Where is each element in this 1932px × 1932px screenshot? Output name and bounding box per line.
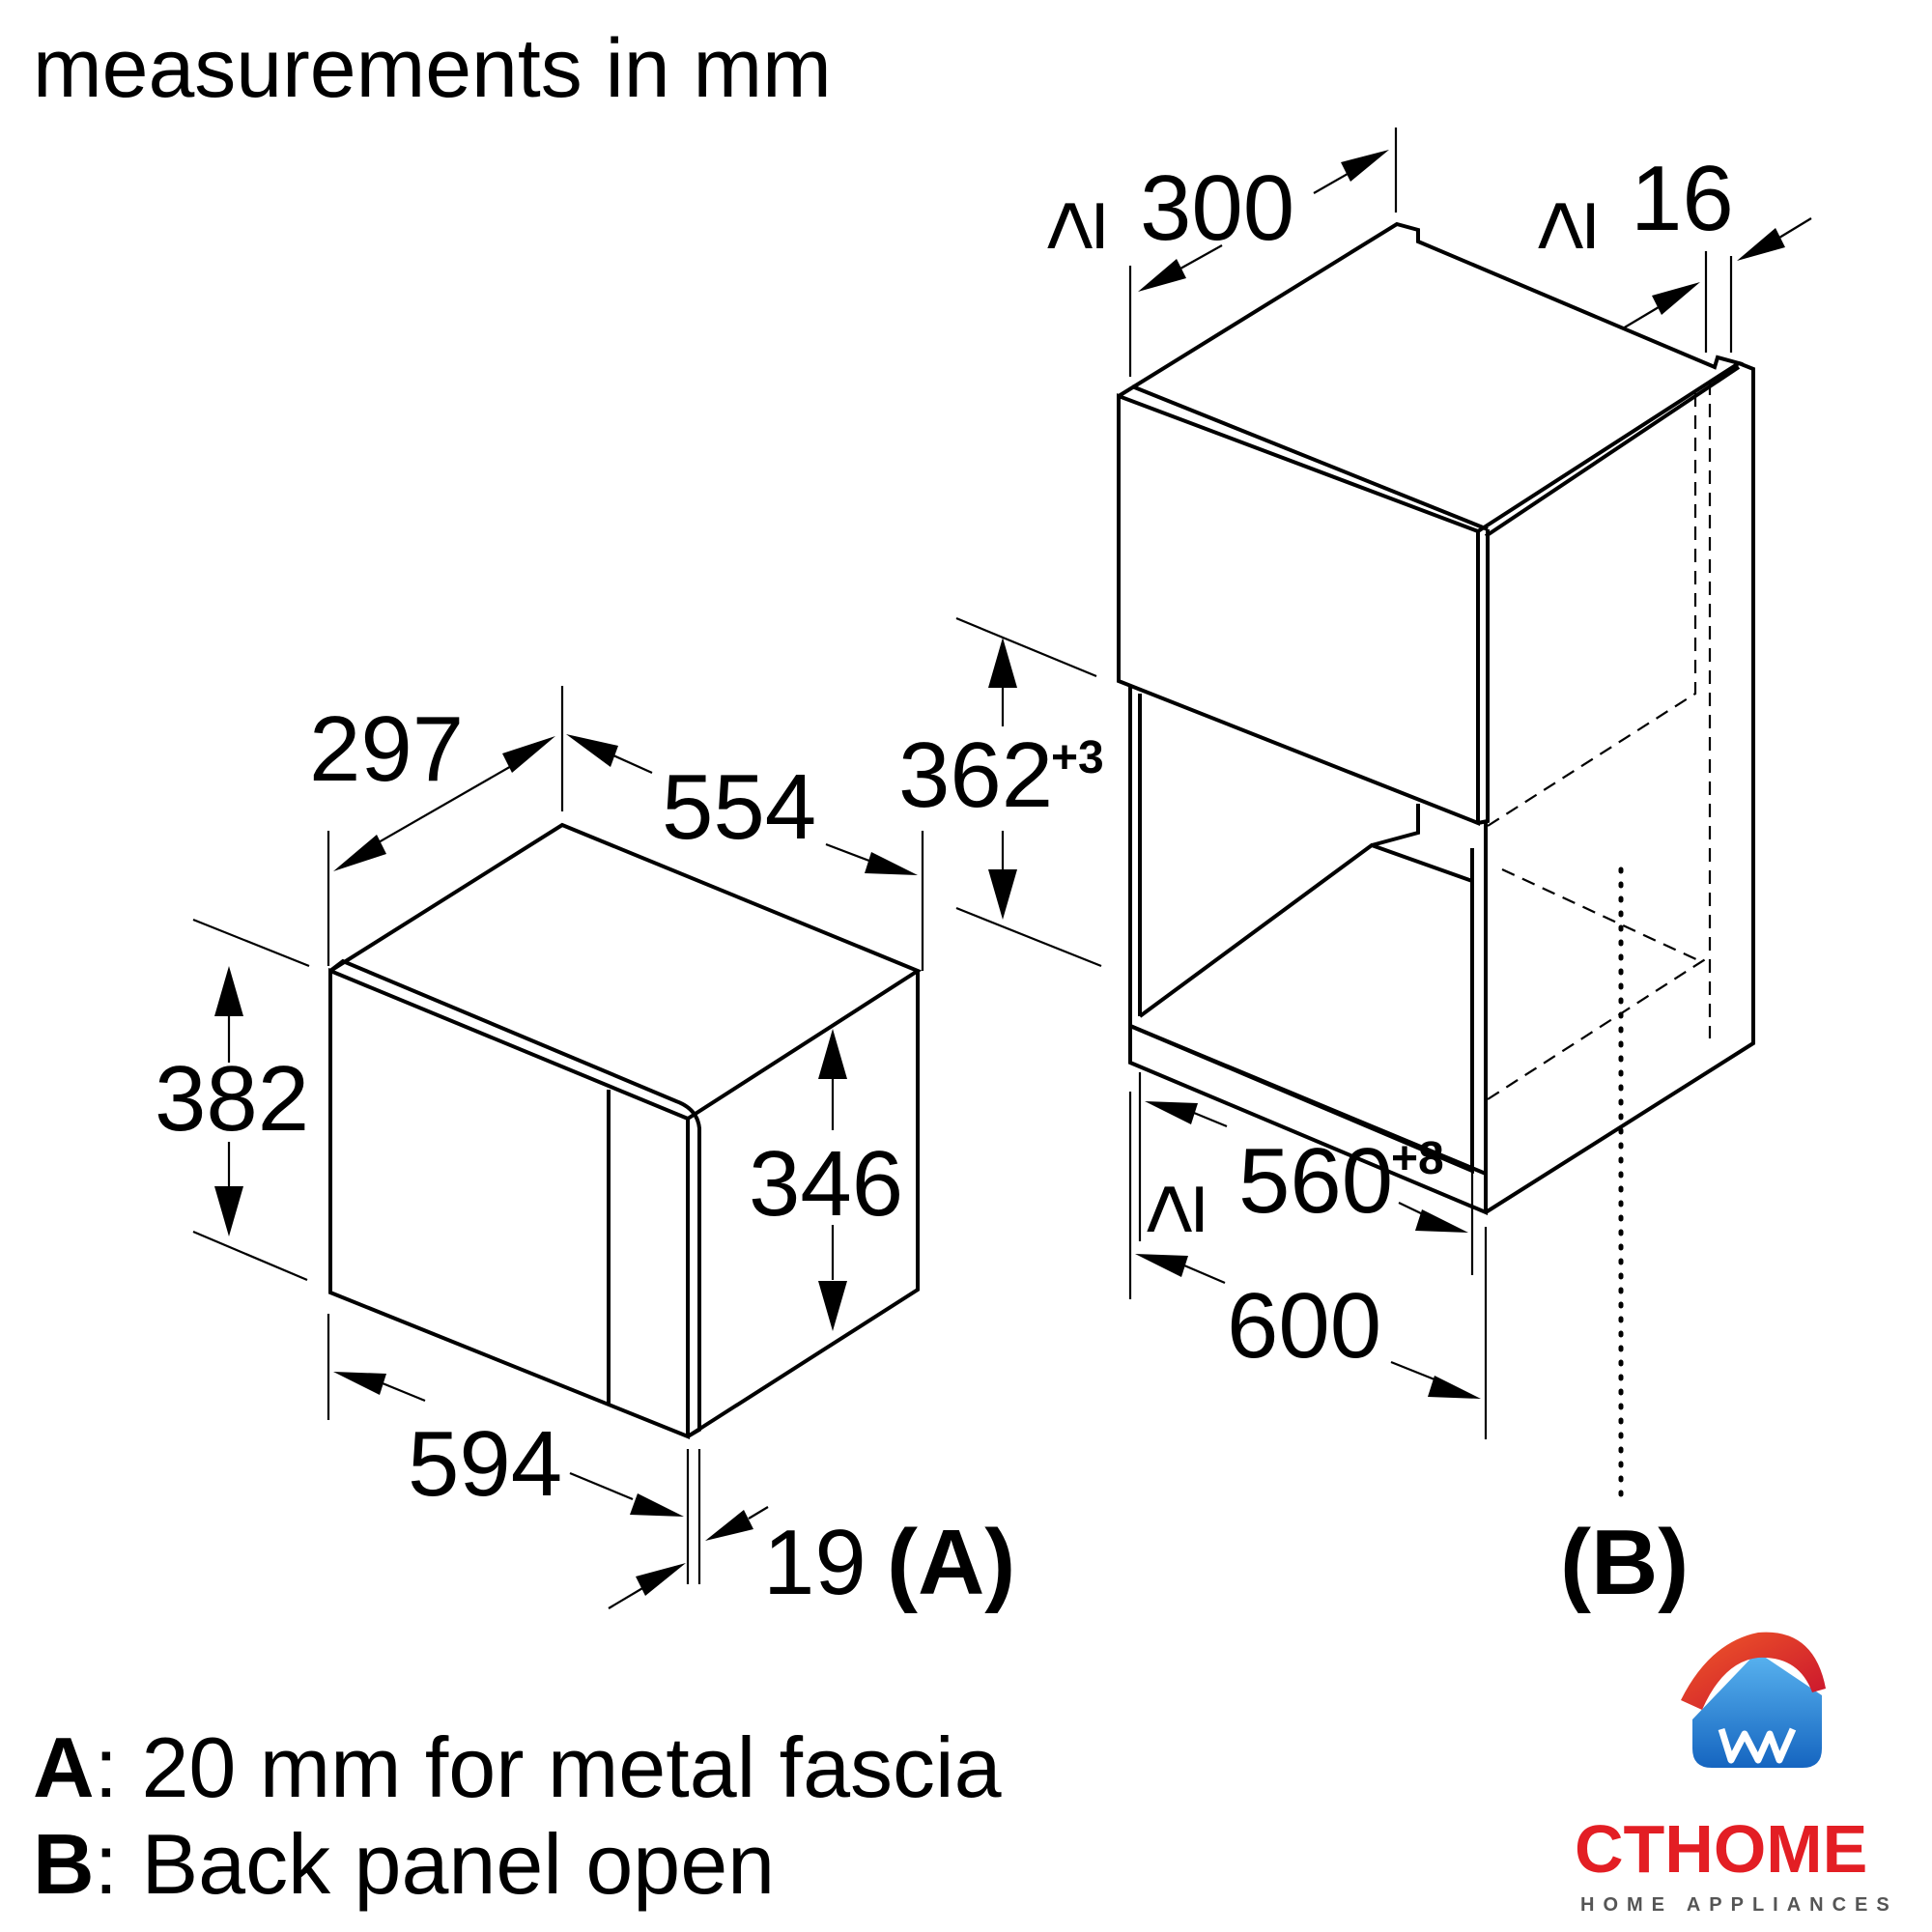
appliance-side-face [686, 971, 920, 1438]
dim-cabinet-depth: ≥ 300 [1020, 150, 1389, 292]
logo-tagline: HOME APPLIANCES [1580, 1894, 1898, 1916]
cthome-logo: CTHOME HOME APPLIANCES [1575, 1632, 1898, 1916]
house-logo-icon [1681, 1632, 1826, 1768]
cabinet-hidden-edges [1487, 386, 1697, 827]
dim-cabinet-opening-height: 362 +3 [898, 638, 1104, 920]
appliance-fascia [328, 958, 701, 1438]
dim-382-label: 382 [155, 1047, 309, 1151]
dim-362-label: 362 [898, 724, 1053, 827]
appliance-top-face [328, 822, 923, 1121]
dim-appliance-height: 382 [155, 966, 309, 1236]
cabinet-upper-top [1117, 221, 1744, 533]
ref-a-label: (A) [887, 1511, 1015, 1614]
dim-appliance-top-width: 554 [566, 734, 918, 875]
appliance-front-face [328, 968, 690, 1439]
cabinet-upper-front [1117, 393, 1480, 826]
dim-600-label: 600 [1227, 1274, 1381, 1378]
dim-560-label: 560 [1238, 1129, 1393, 1233]
dim-19-label: 19 [763, 1511, 867, 1614]
dim-554-label: 554 [662, 755, 816, 859]
appliance-drawing [328, 822, 923, 1439]
notes: A: 20 mm for metal fascia B: Back panel … [33, 1719, 1002, 1912]
cabinet-drawing [1117, 221, 1755, 1498]
dim-560-prefix: ≥ [1120, 1183, 1223, 1235]
note-a: A: 20 mm for metal fascia [33, 1719, 1002, 1815]
dim-16-prefix: ≥ [1511, 200, 1614, 251]
cabinet-extension-lines [955, 128, 1733, 1439]
dim-appliance-front-width: 594 [333, 1372, 684, 1517]
cabinet-right-side [1484, 361, 1755, 1214]
dim-300-label: 300 [1140, 156, 1294, 260]
dim-16-label: 16 [1631, 147, 1734, 250]
dim-594-label: 594 [408, 1412, 562, 1516]
dim-297-label: 297 [309, 697, 464, 801]
logo-name: CTHOME [1575, 1811, 1867, 1887]
appliance-extension-lines [192, 686, 924, 1584]
dim-560-tolerance: +8 [1391, 1133, 1444, 1184]
dim-cabinet-opening-width: ≥ 560 +8 [1120, 1101, 1468, 1235]
dim-cabinet-total-width: 600 [1135, 1254, 1481, 1399]
note-b: B: Back panel open [33, 1816, 775, 1912]
dim-appliance-fascia: 19 (A) [608, 1506, 1015, 1614]
dim-346-label: 346 [749, 1132, 903, 1236]
diagram-title: measurements in mm [33, 22, 832, 115]
dim-362-tolerance: +3 [1051, 732, 1104, 783]
dim-appliance-depth: 297 [309, 697, 555, 871]
ref-b-label: (B) [1560, 1511, 1689, 1614]
dim-appliance-door-height: 346 [749, 1029, 903, 1331]
dim-cabinet-gap: ≥ 16 [1511, 147, 1812, 329]
dim-300-prefix: ≥ [1020, 200, 1123, 251]
